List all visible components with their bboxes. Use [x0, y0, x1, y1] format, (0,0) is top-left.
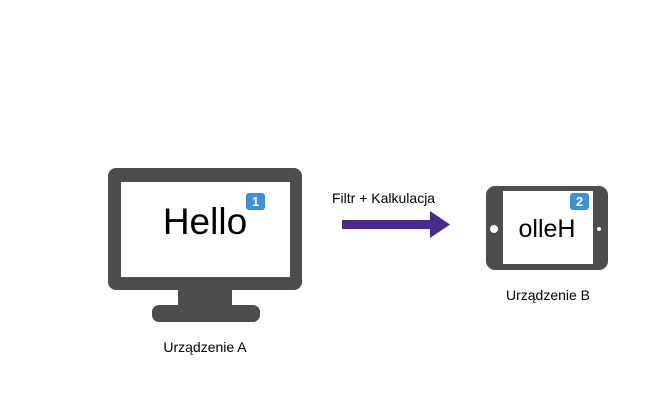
tablet-camera: [597, 227, 601, 231]
device-b-label: Urządzenie B: [505, 287, 591, 303]
device-b-screen-text: olleH: [518, 215, 576, 243]
tablet-home-button: [490, 225, 498, 233]
device-b-step-badge: 2: [570, 193, 589, 210]
device-a-label: Urządzenie A: [163, 339, 247, 355]
monitor-stand-neck: [178, 289, 232, 309]
arrow-label: Filtr + Kalkulacja: [332, 190, 436, 206]
device-a-step-badge: 1: [246, 193, 265, 210]
device-a-screen-text: Hello: [162, 201, 248, 242]
monitor-stand-base: [152, 305, 260, 322]
right-arrow-icon: [342, 211, 450, 238]
